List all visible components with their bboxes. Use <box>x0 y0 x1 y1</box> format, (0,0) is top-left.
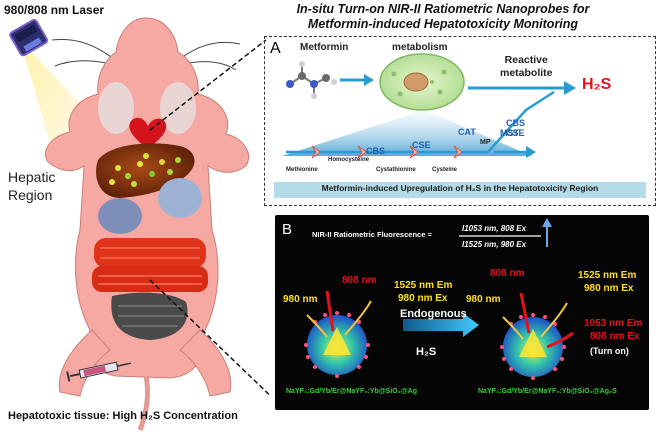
right-980-label: 980 nm <box>466 294 501 305</box>
nanoparticle-ag-icon <box>304 290 372 378</box>
cbs-mid-label: CBS <box>366 146 386 156</box>
panel-a-diagram <box>274 53 646 198</box>
panel-b-diagram <box>304 218 574 380</box>
syringe-icon <box>66 361 132 382</box>
endogenous-label: Endogenous <box>400 308 467 320</box>
laser-device-icon <box>9 18 49 57</box>
cse-mid-label: CSE <box>412 140 431 150</box>
h2s-product-label: H₂S <box>582 76 612 93</box>
ratio-denominator: I1525 nm, 980 Ex <box>462 240 527 249</box>
turn-on-label: (Turn on) <box>590 346 629 356</box>
cat-label: CAT <box>458 127 476 137</box>
nanoparticle-ag2s-icon <box>500 292 574 380</box>
right-808-label: 808 nm <box>490 268 525 279</box>
pathway-methionine: Methionine <box>286 167 318 173</box>
panel-a-banner-text: Metformin-induced Upregulation of H₂S in… <box>321 183 599 193</box>
panel-b-letter: B <box>282 221 293 238</box>
pathway-homocysteine: Homocysteine <box>328 157 370 163</box>
right-808ex-label: 808 nm Ex <box>590 331 640 342</box>
figure-title: In-situ Turn-on NIR-II Ratiometric Nanop… <box>238 2 648 32</box>
cbs-top-label: CBS <box>506 118 526 128</box>
panel-a-letter: A <box>270 40 281 57</box>
title-line-2: Metformin-induced Hepatotoxicity Monitor… <box>307 17 579 31</box>
left-980ex-label: 980 nm Ex <box>398 293 448 304</box>
right-1525em-label: 1525 nm Em <box>578 270 637 281</box>
right-1053em-label: 1053 nm Em <box>584 318 643 329</box>
cse-top-label: CSE <box>506 128 525 138</box>
formula-left: NaYF₄:Gd/Yb/Er@NaYF₄:Yb@SiO₂@Ag <box>286 388 417 395</box>
liver-nanoparticles <box>109 153 181 187</box>
hepatic-region-label: Hepatic Region <box>8 169 56 203</box>
pathway-cysteine: Cysteine <box>432 167 458 173</box>
reactive-line-1: Reactive <box>504 54 548 66</box>
heart <box>129 117 167 150</box>
reactive-metabolite-label: Reactive metabolite <box>500 54 553 80</box>
title-line-1: In-situ Turn-on NIR-II Ratiometric Nanop… <box>296 2 590 16</box>
mst-label: MST <box>500 128 519 138</box>
left-1525em-label: 1525 nm Em <box>394 280 453 291</box>
metformin-label: Metformin <box>300 42 349 53</box>
pathway-chevrons <box>311 145 463 159</box>
hepatotoxic-tissue-caption: Hepatotoxic tissue: High H₂S Concentrati… <box>8 410 238 422</box>
laser-label: 980/808 nm Laser <box>4 3 105 17</box>
left-808-label: 808 nm <box>342 275 377 286</box>
formula-right: NaYF₄:Gd/Yb/Er@NaYF₄:Yb@SiO₂@Ag₂S <box>478 388 617 395</box>
h2s-trigger-label: H₂S <box>416 346 437 358</box>
panel-a <box>264 36 656 206</box>
right-980ex-label: 980 nm Ex <box>584 283 634 294</box>
reactive-line-2: metabolite <box>500 67 553 79</box>
mouse-illustration <box>9 17 270 431</box>
left-980-label: 980 nm <box>283 294 318 305</box>
ratio-label: NIR-II Ratiometric Fluorescence = <box>312 230 432 239</box>
mp-label: MP <box>480 139 491 146</box>
metformin-molecule-icon <box>286 61 337 99</box>
panel-a-banner <box>274 182 646 198</box>
ratio-numerator: I1053 nm, 808 Ex <box>462 224 527 233</box>
pathway-cystathionine: Cystathionine <box>376 167 416 173</box>
metabolism-label: metabolism <box>392 42 448 53</box>
